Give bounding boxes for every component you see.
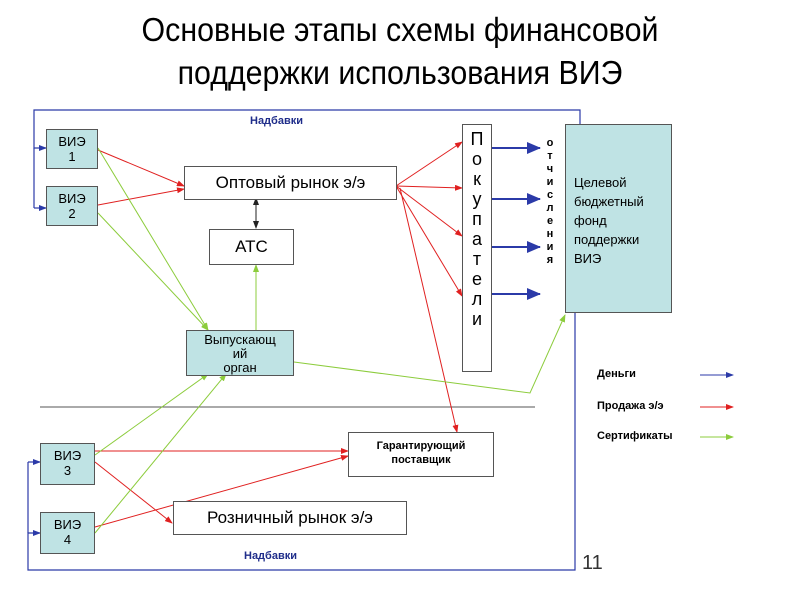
issuing-body-line-1: Выпускающ <box>204 332 276 347</box>
title-line-2: поддержки использования ВИЭ <box>177 54 623 91</box>
guarantee-supplier-line-2: поставщик <box>391 454 451 466</box>
buyers-letter: п <box>472 209 482 229</box>
buyers-letter: а <box>471 229 482 249</box>
deductions-letter: о <box>546 137 554 149</box>
vie-2-node: ВИЭ 2 <box>46 186 98 226</box>
guarantee-supplier-node: Гарантирующий поставщик <box>348 432 494 477</box>
vie-1-number: 1 <box>68 149 76 164</box>
surcharge-bottom-label: Надбавки <box>244 550 297 562</box>
guarantee-supplier-line-1: Гарантирующий <box>376 440 466 452</box>
buyers-letter: л <box>471 289 483 309</box>
vie-4-node: ВИЭ 4 <box>40 512 95 554</box>
retail-market-node: Розничный рынок э/э <box>173 501 407 535</box>
fund-line-4: поддержки <box>574 232 640 247</box>
deductions-letter: и <box>546 176 554 188</box>
vie-1-node: ВИЭ 1 <box>46 129 98 169</box>
vie-3-label: ВИЭ <box>53 448 82 463</box>
deductions-letter: л <box>546 202 554 214</box>
title-line-1: Основные этапы схемы финансовой <box>141 11 659 48</box>
certificate-arrows <box>94 147 566 534</box>
legend-money-label: Деньги <box>597 368 636 380</box>
legend-cert-label: Сертификаты <box>597 430 673 442</box>
buyers-letter: у <box>472 189 482 209</box>
target-fund-node: Целевой бюджетный фонд поддержки ВИЭ <box>565 124 672 313</box>
deductions-letter: с <box>546 189 554 201</box>
vie-4-number: 4 <box>63 532 72 547</box>
buyers-letter: П <box>470 129 484 149</box>
fund-line-3: фонд <box>574 213 607 228</box>
vie-3-number: 3 <box>63 463 72 478</box>
deduction-arrows <box>492 142 541 300</box>
deductions-letter: е <box>546 215 554 227</box>
fund-line-1: Целевой <box>574 175 627 190</box>
buyers-letter: о <box>471 149 482 169</box>
legend-sale-label: Продажа э/э <box>597 400 664 412</box>
surcharge-top-label: Надбавки <box>250 115 303 127</box>
deductions-label: о т ч и с л е н и я <box>543 137 557 267</box>
vie-2-number: 2 <box>68 206 76 221</box>
deductions-letter: т <box>547 150 553 162</box>
issuing-body-node: Выпускающ ий орган <box>186 330 294 376</box>
vie-2-label: ВИЭ <box>58 191 86 206</box>
vie-1-label: ВИЭ <box>58 134 86 149</box>
buyers-letter: е <box>471 269 482 289</box>
slide-title: Основные этапы схемы финансовой поддержк… <box>32 8 768 94</box>
vie-4-label: ВИЭ <box>53 517 82 532</box>
wholesale-market-node: Оптовый рынок э/э <box>184 166 397 200</box>
buyers-letter: и <box>471 309 483 329</box>
energy-sale-arrows <box>94 141 463 528</box>
issuing-body-line-3: орган <box>223 360 257 375</box>
deductions-letter: я <box>546 254 554 266</box>
buyers-node: П о к у п а т е л и <box>462 124 492 372</box>
issuing-body-line-2: ий <box>232 346 248 361</box>
deductions-letter: и <box>546 241 554 253</box>
surcharge-top-loop <box>33 109 581 301</box>
ats-node: АТС <box>209 229 294 265</box>
fund-line-2: бюджетный <box>574 194 644 209</box>
vie-3-node: ВИЭ 3 <box>40 443 95 485</box>
buyers-letter: т <box>472 249 482 269</box>
fund-line-5: ВИЭ <box>574 251 602 266</box>
deductions-letter: ч <box>546 163 554 175</box>
buyers-letter: к <box>473 169 481 189</box>
deductions-letter: н <box>546 228 554 240</box>
page-number: 11 <box>582 552 603 574</box>
